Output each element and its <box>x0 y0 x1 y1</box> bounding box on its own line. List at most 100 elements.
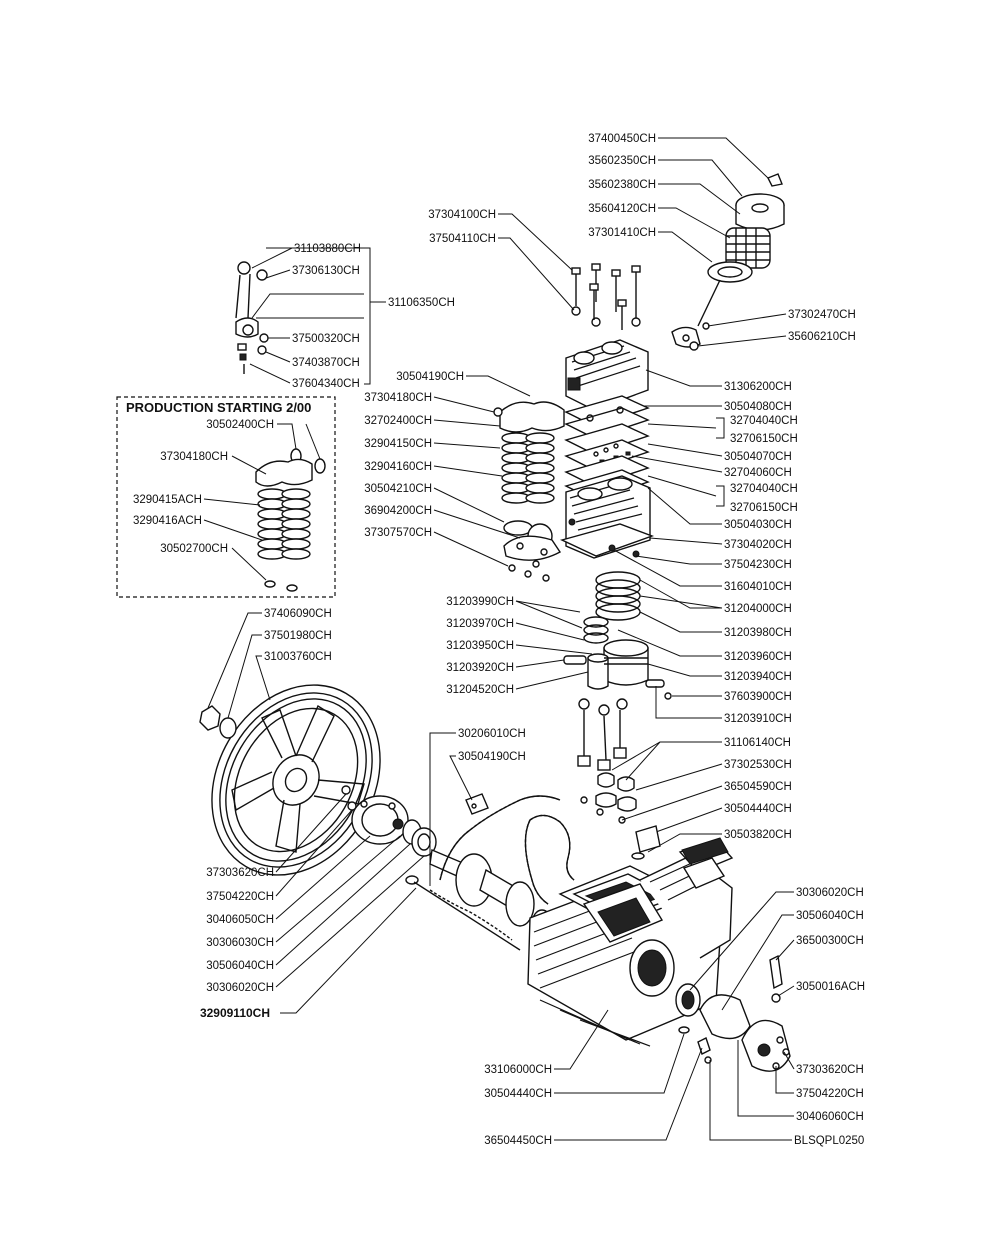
label-l06: 37304100CH <box>428 209 496 221</box>
label-l45: 30206010CH <box>458 728 526 740</box>
label-l38: 31203940CH <box>724 671 792 683</box>
label-l12: 37604340CH <box>292 378 360 390</box>
label-l51: 30503820CH <box>724 829 792 841</box>
label-pb4: 3290416ACH <box>133 515 202 527</box>
leader-l57 <box>275 855 425 988</box>
label-l42: 37406090CH <box>264 608 332 620</box>
label-conrod-assembly: 31106350CH <box>388 297 455 309</box>
label-l60: 30506040CH <box>796 910 864 922</box>
label-l05: 37301410CH <box>588 227 656 239</box>
leader-l65 <box>737 1040 794 1117</box>
leader-l29 <box>635 555 722 565</box>
label-l39: 31204520CH <box>446 684 514 696</box>
leader-l38 <box>647 663 722 677</box>
label-l58: 32909110CH <box>200 1006 270 1020</box>
leader-l49 <box>621 785 723 821</box>
label-l11: 37403870CH <box>292 357 360 369</box>
leader-l21 <box>647 443 723 457</box>
crankcase <box>527 839 734 1041</box>
gasket-30502400-b <box>314 458 326 474</box>
leader-l26 <box>433 509 521 539</box>
label-valve2-a: 32704040CH <box>730 483 798 495</box>
label-l40: 37603900CH <box>724 691 792 703</box>
label-l62: 3050016ACH <box>796 981 865 993</box>
label-l53: 37504220CH <box>206 891 274 903</box>
leader-l31 <box>515 600 581 613</box>
leader-l02 <box>658 159 743 197</box>
label-l10: 37500320CH <box>292 333 360 345</box>
label-valve1-b: 32706150CH <box>730 433 798 445</box>
label-l07: 37504110CH <box>429 233 496 245</box>
leader-l69 <box>709 1060 792 1141</box>
label-l50: 30504440CH <box>724 803 792 815</box>
leader-l01 <box>658 137 769 179</box>
o-ring-30502700-b <box>286 584 298 592</box>
label-l29: 37504230CH <box>724 559 792 571</box>
label-l02: 35602350CH <box>588 155 656 167</box>
label-l64: 37504220CH <box>796 1088 864 1100</box>
label-l46: 30504190CH <box>458 751 526 763</box>
leader-l58 <box>280 887 417 1014</box>
leader-l17 <box>433 396 495 413</box>
air-filter <box>671 173 785 351</box>
label-l54: 30406050CH <box>206 914 274 926</box>
label-l35: 31203950CH <box>446 640 514 652</box>
leader-pb1 <box>277 423 297 450</box>
pistons <box>563 639 672 700</box>
flywheel <box>211 684 381 876</box>
label-l03: 35602380CH <box>588 179 656 191</box>
label-l24: 30504210CH <box>364 483 432 495</box>
bracket-valve-2 <box>716 485 725 507</box>
label-l28: 37304020CH <box>724 539 792 551</box>
flywheel-nut-washer <box>199 705 237 739</box>
leader-l28 <box>649 537 723 545</box>
leader-l45 <box>429 732 456 886</box>
production-springs <box>257 488 311 560</box>
leader-l34 <box>639 611 722 633</box>
leader-l24 <box>433 487 505 523</box>
label-l34: 31203980CH <box>724 627 792 639</box>
label-l13: 37302470CH <box>788 309 856 321</box>
label-l67: 30504440CH <box>484 1088 552 1100</box>
small-screws <box>508 560 550 582</box>
label-l23: 32904160CH <box>364 461 432 473</box>
leader-l12 <box>249 363 291 384</box>
label-valve1-a: 32704040CH <box>730 415 798 427</box>
label-l32: 31204000CH <box>724 603 792 615</box>
manifold-casting <box>493 401 565 433</box>
label-l68: 36504450CH <box>484 1135 552 1147</box>
leader-l41 <box>655 686 722 719</box>
leader-l33 <box>515 622 585 641</box>
leader-l31-b <box>515 600 583 629</box>
label-l56: 30506040CH <box>206 960 274 972</box>
label-l63: 37303620CH <box>796 1064 864 1076</box>
label-l04: 35604120CH <box>588 203 656 215</box>
label-l20: 32904150CH <box>364 438 432 450</box>
leader-l67 <box>554 1033 685 1094</box>
label-l55: 30306030CH <box>206 937 274 949</box>
label-l21: 30504070CH <box>724 451 792 463</box>
crankcase-dark-top <box>681 837 729 865</box>
leader-l08 <box>251 247 293 269</box>
label-l27: 37307570CH <box>364 527 432 539</box>
head-bolts <box>571 263 641 330</box>
label-l41: 31203910CH <box>724 713 792 725</box>
leader-l55 <box>275 835 401 943</box>
leader-l23 <box>433 465 503 477</box>
label-l08: 31103880CH <box>294 243 361 255</box>
leader-l32 <box>639 579 722 609</box>
leader-l04 <box>658 207 731 239</box>
leader-l68 <box>554 1047 703 1141</box>
coiled-tube-right <box>524 814 575 905</box>
label-l09: 37306130CH <box>292 265 360 277</box>
reed-valves <box>503 520 562 561</box>
production-box-border <box>116 396 336 598</box>
left-bearing-group <box>341 785 437 857</box>
leader-pb2 <box>231 455 267 475</box>
crankcase-base-fins <box>539 999 651 1047</box>
oil-seal-plug <box>631 825 661 860</box>
leader-l16 <box>645 369 722 387</box>
label-l26: 36904200CH <box>364 505 432 517</box>
leader-l56 <box>275 843 411 966</box>
leader-l06 <box>498 213 573 271</box>
